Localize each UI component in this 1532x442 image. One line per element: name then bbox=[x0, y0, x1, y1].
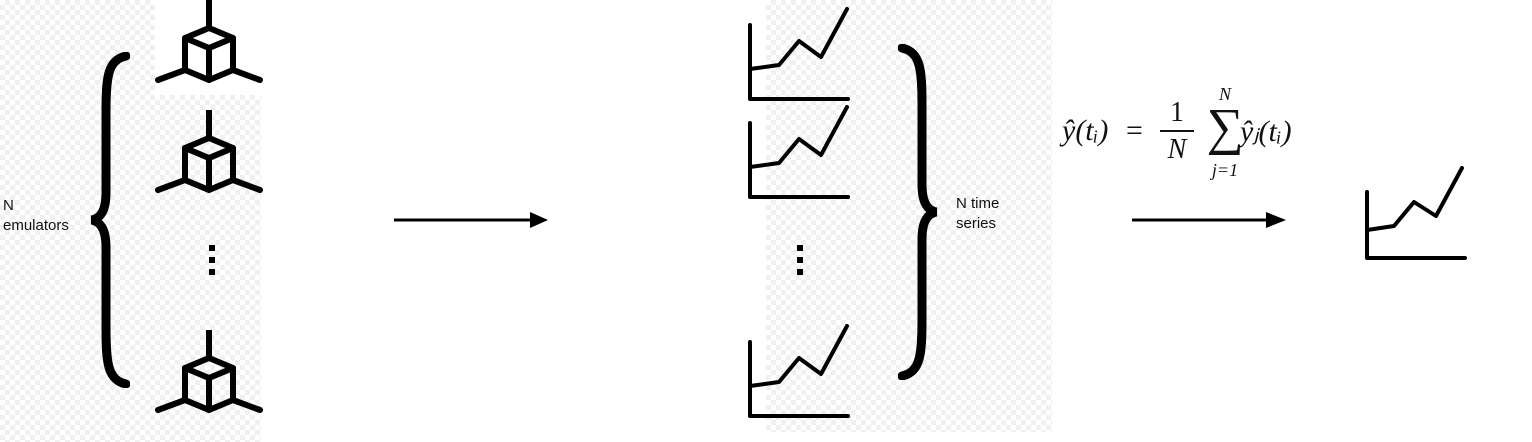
sum-upper-limit: N bbox=[1218, 84, 1231, 104]
time-series-label: N time series bbox=[956, 194, 999, 234]
right-brace bbox=[898, 44, 938, 380]
line-chart-icon bbox=[748, 7, 850, 101]
time-series-background bbox=[766, 0, 1052, 432]
emulators-column-background bbox=[155, 95, 261, 442]
formula-equals: = bbox=[1126, 114, 1143, 147]
vertical-ellipsis-icon bbox=[209, 245, 215, 275]
formula-fraction: 1 N bbox=[1160, 98, 1194, 166]
line-chart-icon bbox=[748, 324, 850, 418]
ensemble-output-line-chart-icon bbox=[1365, 166, 1467, 260]
fraction-bar bbox=[1160, 130, 1194, 132]
time-series-label-line1: N time bbox=[956, 195, 1000, 212]
emulators-label: N emulators bbox=[3, 196, 69, 236]
formula-denominator: N bbox=[1167, 134, 1187, 165]
emulators-label-line1: N bbox=[3, 197, 14, 214]
sum-lower-limit: j=1 bbox=[1211, 160, 1239, 180]
emulator-cube-icon bbox=[155, 0, 263, 83]
left-brace bbox=[90, 52, 130, 388]
emulator-cube-icon bbox=[155, 110, 263, 193]
formula-numerator: 1 bbox=[1170, 97, 1184, 128]
formula-lhs: ŷ(tᵢ) bbox=[1062, 114, 1109, 147]
formula-rhs: ŷⱼ(tᵢ) bbox=[1240, 115, 1292, 148]
arrow-right-icon bbox=[394, 212, 548, 228]
arrow-right-icon bbox=[1132, 212, 1286, 228]
emulators-label-line2: emulators bbox=[3, 217, 69, 234]
vertical-ellipsis-icon bbox=[797, 245, 803, 275]
emulators-background bbox=[0, 0, 155, 442]
time-series-label-line2: series bbox=[956, 215, 997, 232]
sum-symbol: ∑ bbox=[1206, 99, 1244, 156]
line-chart-icon bbox=[748, 105, 850, 199]
emulator-cube-icon bbox=[155, 330, 263, 413]
